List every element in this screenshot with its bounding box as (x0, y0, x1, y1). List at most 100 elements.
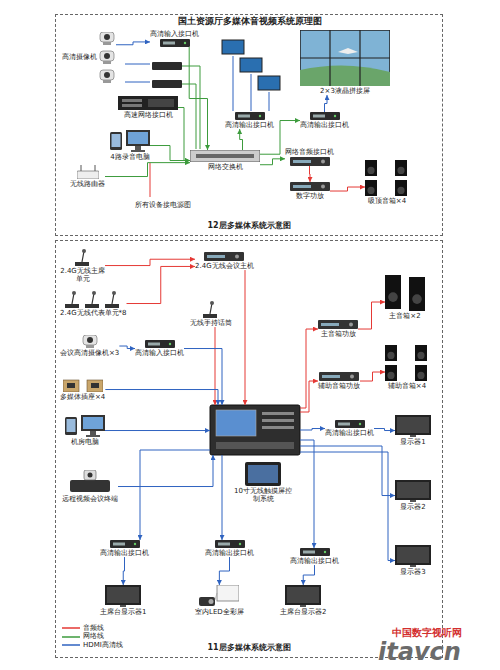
device-icon (385, 345, 429, 381)
graphic-part (163, 42, 175, 45)
graphic-part (321, 185, 325, 189)
graphic-part (128, 132, 148, 144)
device-label: 网络音频接口机 (285, 148, 334, 156)
device-label: 机房电脑 (71, 438, 99, 446)
device-node: 2.4G无线会议主机 (195, 252, 254, 270)
device-label: 辅助音箱功放 (318, 382, 360, 390)
graphic-part (395, 180, 407, 196)
device-node: 主席台显示器2 (280, 585, 326, 616)
device-label: 显示器3 (400, 568, 425, 576)
floor-region: 12层多媒体系统示意图高清摄像机高清输入接口机高速网络接口机4路录音电脑无线路由… (55, 14, 443, 236)
cable (300, 440, 314, 548)
cable (300, 429, 325, 430)
device-label: 2×3液晶拼接屏 (320, 87, 370, 95)
graphic-part (207, 255, 225, 258)
graphic-part (385, 345, 429, 381)
graphic-part (104, 72, 110, 78)
graphic-part (209, 599, 214, 604)
graphic-part (98, 32, 116, 83)
graphic-part (397, 547, 429, 563)
device-label: 网络交换机 (208, 163, 243, 171)
device-node: 机房电脑 (65, 415, 105, 446)
graphic-part (148, 343, 160, 346)
connector (240, 129, 243, 150)
device-node: 2.4G无线代表单元*8 (60, 290, 127, 317)
device-label: 4路录音电脑 (110, 153, 149, 161)
graphic-part (397, 167, 404, 174)
graphic-part (103, 80, 111, 83)
connector (330, 187, 365, 191)
device-node: 主音箱×2 (385, 275, 425, 320)
legend-swatch (62, 634, 80, 640)
graphic-part (131, 150, 145, 152)
legend-text: 网络线 (83, 632, 104, 640)
graphic-part (100, 32, 114, 45)
legend-row: 音频线 (62, 624, 123, 632)
graphic-part (287, 587, 319, 603)
graphic-part (350, 375, 354, 379)
graphic-part (335, 420, 365, 428)
graphic-part (145, 340, 175, 348)
legend-line (62, 636, 80, 638)
graphic-part (126, 130, 150, 146)
graphic-part (63, 380, 79, 392)
graphic-part (63, 378, 103, 392)
device-label: 高速网络接口机 (124, 111, 173, 119)
graphic-part (87, 337, 93, 343)
graphic-part (86, 435, 100, 437)
legend-swatch (62, 625, 80, 631)
device-icon (63, 290, 123, 308)
graphic-part (203, 314, 217, 318)
device-icon (110, 540, 140, 548)
graphic-part (73, 248, 93, 266)
monitor (258, 76, 280, 90)
device-label: 高清摄像机 (62, 53, 97, 61)
connector (119, 346, 135, 349)
graphic-part (300, 548, 330, 556)
device-node: 显示器3 (395, 545, 431, 576)
graphic-part (215, 593, 217, 600)
graphic-part (67, 383, 75, 388)
device-node: 高清摄像机 (62, 32, 116, 83)
graphic-part (160, 39, 190, 47)
device-icon (160, 39, 190, 47)
cable (118, 455, 213, 487)
graphic-part (88, 473, 93, 478)
graphic-part (75, 249, 89, 266)
device-icon (235, 112, 265, 120)
device-node: 2.4G无线主席单元 (60, 248, 105, 283)
device-icon (105, 585, 141, 607)
device-node: 高清输出接口机 (100, 540, 149, 557)
connector (123, 557, 124, 585)
connector (116, 42, 150, 45)
device-node: 显示器1 (395, 415, 431, 446)
device-node: 无线手持话筒 (190, 300, 232, 327)
device-node: 辅助音箱×4 (385, 345, 429, 390)
device-icon (285, 585, 321, 607)
graphic-part (300, 30, 390, 86)
graphic-part (290, 157, 330, 166)
device-node: 高速网络接口机 (118, 96, 178, 119)
graphic-part (303, 551, 315, 554)
graphic-part (218, 543, 230, 546)
graphic-part (145, 340, 175, 348)
device-icon (63, 378, 103, 392)
graphic-part (285, 585, 321, 607)
device-node: 室内LED全彩屏 (195, 585, 244, 616)
graphic-part (322, 375, 340, 378)
device-icon (335, 420, 365, 428)
device-icon (318, 320, 358, 329)
graphic-part (83, 335, 97, 348)
device-icon (204, 252, 244, 261)
device-label: 高清输出接口机 (100, 549, 149, 557)
device-node: 网络交换机 (190, 150, 260, 171)
graphic-part (65, 417, 77, 435)
device-node: 4路录音电脑 (110, 130, 150, 161)
graphic-part (417, 352, 424, 359)
device-label: 高清输出接口机 (300, 121, 349, 129)
graphic-part (215, 540, 245, 548)
graphic-part (410, 565, 416, 567)
graphic-part (92, 291, 96, 295)
note-label: 所有设备接电源图 (135, 200, 191, 210)
